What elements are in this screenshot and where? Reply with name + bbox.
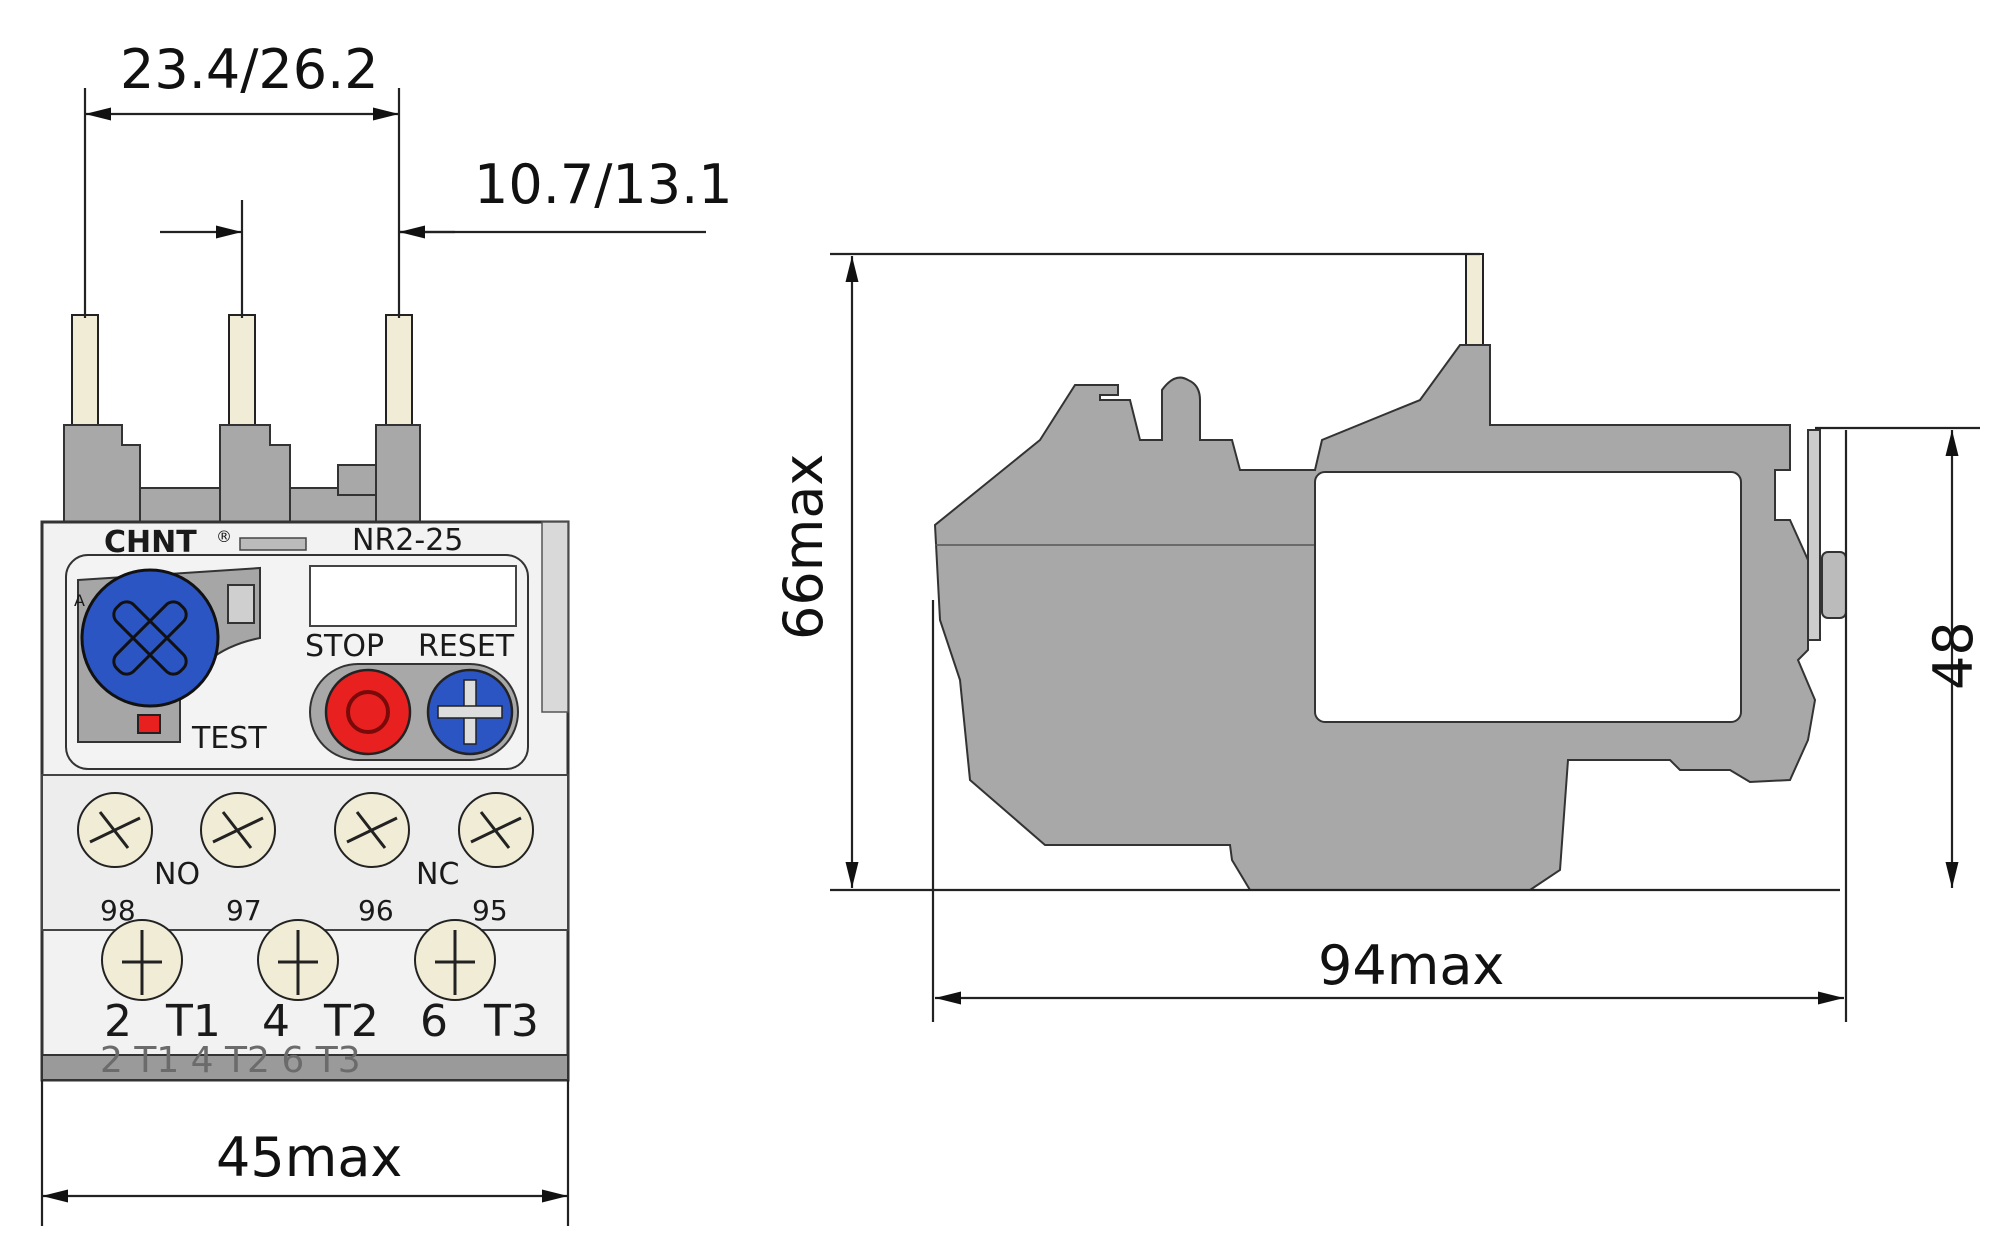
label-window bbox=[309, 565, 517, 627]
screw-icon bbox=[414, 919, 496, 1001]
terminal-2: 2 bbox=[104, 996, 132, 1047]
screw-icon bbox=[200, 792, 276, 868]
terminal-t1: T1 bbox=[165, 996, 221, 1047]
terminal-4: 4 bbox=[262, 996, 290, 1047]
faint-terminal-row: 2 T1 4 T2 6 T3 bbox=[100, 1040, 361, 1081]
dim-front-width: 45max bbox=[216, 1126, 402, 1189]
stop-label: STOP bbox=[305, 629, 384, 664]
stop-button[interactable] bbox=[324, 668, 412, 756]
dim-pin-spacing: 10.7/13.1 bbox=[474, 153, 733, 216]
front-dimensions: 23.4/26.2 10.7/13.1 45max bbox=[40, 38, 733, 1226]
side-view bbox=[933, 253, 1847, 891]
screw-icon bbox=[458, 792, 534, 868]
no-label: NO bbox=[154, 857, 200, 892]
main-screw-terminals bbox=[101, 919, 496, 1001]
screw-icon bbox=[101, 919, 183, 1001]
terminal-t2: T2 bbox=[323, 996, 379, 1047]
aux-screw-terminals bbox=[77, 792, 534, 868]
terminal-t3: T3 bbox=[483, 996, 539, 1047]
nc-label: NC bbox=[416, 857, 459, 892]
terminal-95: 95 bbox=[472, 894, 508, 927]
side-label-panel bbox=[1314, 471, 1742, 723]
pin-bases bbox=[63, 424, 421, 533]
top-pins bbox=[71, 314, 413, 428]
reset-label: RESET bbox=[418, 629, 515, 664]
terminal-6: 6 bbox=[420, 996, 448, 1047]
dim-body-height: 48 bbox=[1922, 621, 1985, 690]
screw-icon bbox=[257, 919, 339, 1001]
front-view: CHNT ® NR2-25 A TEST STOP RESET bbox=[40, 314, 570, 1082]
screw-icon bbox=[77, 792, 153, 868]
model-label: NR2-25 bbox=[352, 523, 463, 558]
terminal-97: 97 bbox=[226, 894, 262, 927]
screw-icon bbox=[334, 792, 410, 868]
svg-text:A: A bbox=[74, 591, 85, 610]
dim-height: 66max bbox=[772, 454, 835, 640]
side-dimensions: 66max 48 94max bbox=[772, 252, 1985, 1022]
reset-button[interactable] bbox=[426, 668, 514, 756]
dim-depth: 94max bbox=[1318, 934, 1504, 997]
test-label: TEST bbox=[191, 721, 267, 756]
test-indicator[interactable] bbox=[137, 714, 161, 734]
dim-pin-pitch: 23.4/26.2 bbox=[120, 38, 379, 101]
current-adjust-dial[interactable] bbox=[80, 568, 220, 708]
terminal-96: 96 bbox=[358, 894, 394, 927]
svg-text:®: ® bbox=[216, 527, 232, 546]
